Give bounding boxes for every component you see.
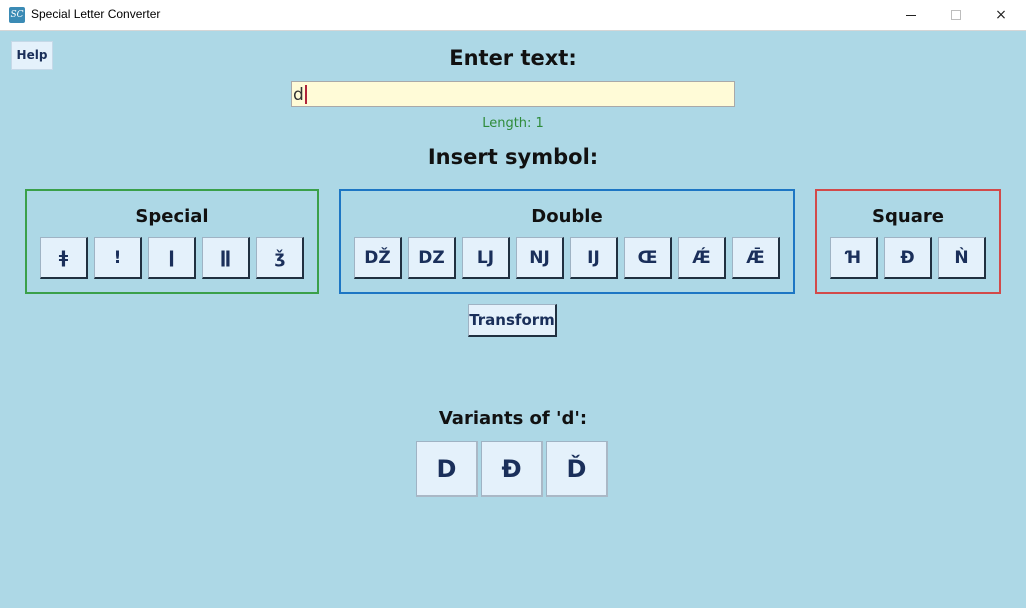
symbol-button-special[interactable]: ǁ <box>202 237 250 279</box>
symbol-button-special[interactable]: ǂ <box>40 237 88 279</box>
symbol-button-square[interactable]: Ɖ <box>884 237 932 279</box>
minimize-icon <box>906 14 916 16</box>
symbol-button-double[interactable]: NJ <box>516 237 564 279</box>
variants-label: Variants of 'd': <box>438 408 588 429</box>
text-input[interactable] <box>291 81 735 107</box>
help-button[interactable]: Help <box>11 41 53 70</box>
special-group-title: Special <box>135 206 209 227</box>
symbol-button-double[interactable]: Ǽ <box>678 237 726 279</box>
variants-row: D Đ Ď <box>416 441 608 497</box>
special-symbols: ǂ ! ǀ ǁ ǯ <box>40 237 304 279</box>
close-icon: × <box>995 7 1007 23</box>
symbol-button-double[interactable]: Ǣ <box>732 237 780 279</box>
symbol-button-double[interactable]: DŽ <box>354 237 402 279</box>
variant-button[interactable]: D <box>416 441 478 497</box>
symbol-button-special[interactable]: ǯ <box>256 237 304 279</box>
maximize-icon <box>951 10 961 20</box>
transform-button[interactable]: Transform <box>468 304 557 337</box>
variant-button[interactable]: Ď <box>546 441 608 497</box>
enter-text-heading: Enter text: <box>449 46 577 70</box>
square-group-title: Square <box>872 206 944 227</box>
symbol-button-double[interactable]: DZ <box>408 237 456 279</box>
square-group: Square Ɦ Ɖ Ǹ <box>815 189 1001 294</box>
close-button[interactable]: × <box>978 0 1024 30</box>
double-group: Double DŽ DZ LJ NJ IJ Œ Ǽ Ǣ <box>339 189 795 294</box>
symbol-button-double[interactable]: IJ <box>570 237 618 279</box>
maximize-button[interactable] <box>933 0 979 30</box>
double-symbols: DŽ DZ LJ NJ IJ Œ Ǽ Ǣ <box>354 237 780 279</box>
symbol-button-square[interactable]: Ɦ <box>830 237 878 279</box>
special-group: Special ǂ ! ǀ ǁ ǯ <box>25 189 319 294</box>
text-cursor <box>305 85 307 104</box>
symbol-button-square[interactable]: Ǹ <box>938 237 986 279</box>
window-title: Special Letter Converter <box>31 7 161 21</box>
insert-symbol-heading: Insert symbol: <box>427 145 599 169</box>
minimize-button[interactable] <box>888 0 934 30</box>
symbol-button-special[interactable]: ! <box>94 237 142 279</box>
square-symbols: Ɦ Ɖ Ǹ <box>830 237 986 279</box>
symbol-button-double[interactable]: LJ <box>462 237 510 279</box>
symbol-button-double[interactable]: Œ <box>624 237 672 279</box>
app-icon: SC <box>9 7 25 23</box>
double-group-title: Double <box>531 206 603 227</box>
variant-button[interactable]: Đ <box>481 441 543 497</box>
title-bar: SC Special Letter Converter × <box>0 0 1026 31</box>
length-label: Length: 1 <box>482 116 544 131</box>
symbol-button-special[interactable]: ǀ <box>148 237 196 279</box>
